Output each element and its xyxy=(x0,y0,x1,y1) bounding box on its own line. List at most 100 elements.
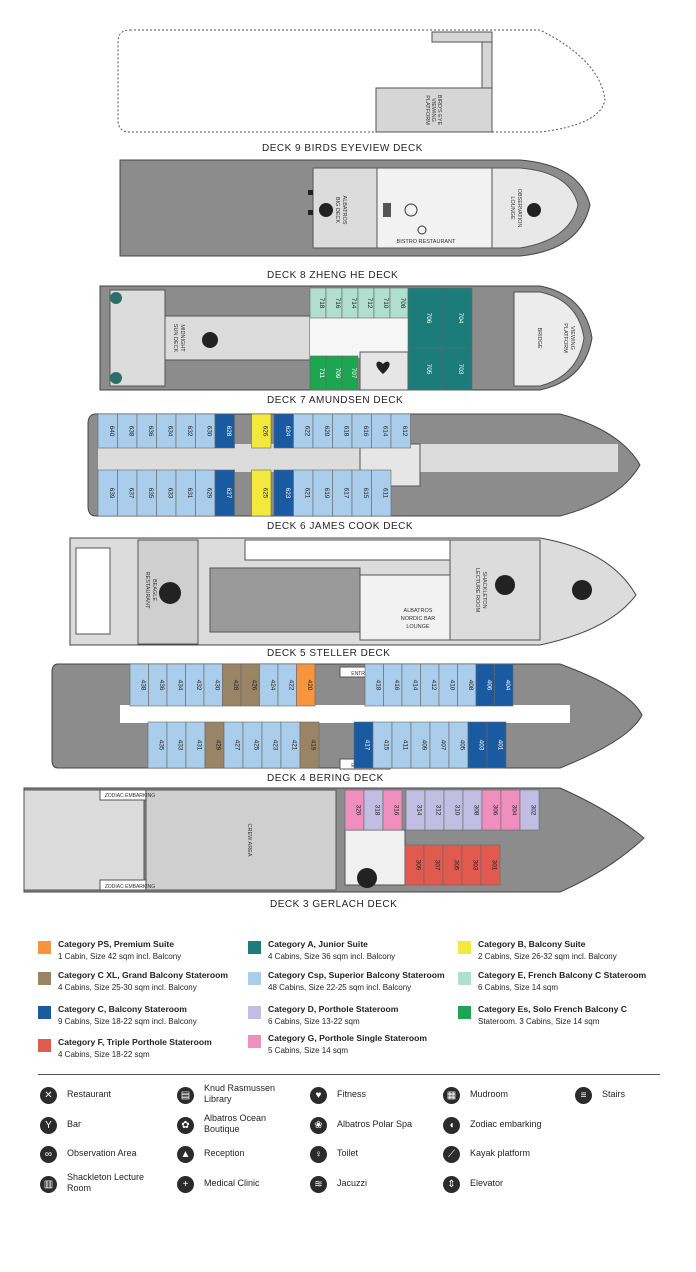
cabin-number: 312 xyxy=(435,805,442,816)
svg-text:RESTAURANT: RESTAURANT xyxy=(144,572,150,610)
cabin-number: 707 xyxy=(350,368,357,379)
legend-divider xyxy=(38,1074,660,1075)
cabin-number: 316 xyxy=(393,805,400,816)
cabin-number: 410 xyxy=(448,680,455,691)
boutique-icon: ✿ xyxy=(177,1117,194,1134)
cabin-number: 309 xyxy=(415,860,422,871)
cabin-number: 411 xyxy=(402,740,409,751)
deck-4-label: DECK 4 BERING DECK xyxy=(267,773,384,784)
fitness-icon: ♥ xyxy=(310,1087,327,1104)
cabin-419 xyxy=(299,721,320,769)
cabin-number: 407 xyxy=(440,740,447,751)
cabin-611 xyxy=(371,469,392,517)
cabin-number: 308 xyxy=(473,805,480,816)
cabin-number: 438 xyxy=(139,680,146,691)
observation-icon: ∞ xyxy=(40,1146,57,1163)
svg-text:SHACKLETON: SHACKLETON xyxy=(481,571,487,608)
cabin-number: 431 xyxy=(196,740,203,751)
deck-7: MIDNIGHT SUN DECK BRIDGE VIEWING PLATFOR… xyxy=(99,285,593,391)
cabin-number: 703 xyxy=(457,364,464,375)
cabin-number: 628 xyxy=(225,426,232,437)
cabin-number: 301 xyxy=(491,860,498,871)
svg-text:BISTRO RESTAURANT: BISTRO RESTAURANT xyxy=(397,239,457,245)
cabin-404 xyxy=(494,663,514,707)
cabin-number: 638 xyxy=(127,426,134,437)
cabin-number: 426 xyxy=(250,680,257,691)
deck-3-label: DECK 3 GERLACH DECK xyxy=(270,899,398,910)
cabin-number: 705 xyxy=(425,364,432,375)
svg-text:ZODIAC EMBARKING: ZODIAC EMBARKING xyxy=(105,884,155,890)
cabin-number: 718 xyxy=(318,298,325,309)
elevator-icon: ⇕ xyxy=(443,1176,460,1193)
svg-text:LOUNGE: LOUNGE xyxy=(509,196,515,220)
icon-legend: ✕Restaurant ▤Knud Rasmussen Library ♥Fit… xyxy=(0,1080,696,1270)
bar-icon: Y xyxy=(40,1117,57,1134)
cabin-number: 302 xyxy=(530,805,537,816)
cabin-number: 310 xyxy=(454,805,461,816)
cabin-625 xyxy=(251,469,272,517)
cabin-number: 716 xyxy=(334,298,341,309)
svg-text:MIDNIGHT: MIDNIGHT xyxy=(179,324,185,352)
cabin-number: 708 xyxy=(399,298,406,309)
deck-9: BIRD'S EYE VIEWING PLATFORM xyxy=(117,29,606,133)
cabin-number: 306 xyxy=(492,805,499,816)
svg-text:LOUNGE: LOUNGE xyxy=(406,624,430,630)
svg-text:BRIDGE: BRIDGE xyxy=(536,327,542,348)
cabin-number: 403 xyxy=(478,740,485,751)
svg-text:SUN DECK: SUN DECK xyxy=(172,324,178,353)
cabin-number: 611 xyxy=(381,488,388,499)
cabin-number: 626 xyxy=(261,426,268,437)
svg-text:NORDIC BAR: NORDIC BAR xyxy=(401,616,436,622)
cabin-number: 632 xyxy=(186,426,193,437)
cabin-number: 621 xyxy=(303,488,310,499)
toilet-icon: ♀ xyxy=(310,1146,327,1163)
cabin-number: 416 xyxy=(393,680,400,691)
cabin-number: 704 xyxy=(457,313,464,324)
cabin-number: 433 xyxy=(177,740,184,751)
cabin-704 xyxy=(441,287,473,349)
cabin-612 xyxy=(390,413,411,449)
cabin-316 xyxy=(382,789,403,831)
jacuzzi-icon: ≋ xyxy=(310,1176,327,1193)
svg-text:OBSERVATION: OBSERVATION xyxy=(516,189,522,228)
cabin-number: 624 xyxy=(284,426,291,437)
clinic-icon: + xyxy=(177,1176,194,1193)
cabin-number: 314 xyxy=(416,805,423,816)
cabin-number: 631 xyxy=(186,488,193,499)
svg-text:BEAGLE: BEAGLE xyxy=(151,579,157,601)
lecture-icon: ▥ xyxy=(40,1176,57,1193)
deck-7-label: DECK 7 AMUNDSEN DECK xyxy=(267,395,404,406)
cabin-number: 430 xyxy=(213,680,220,691)
cabin-number: 710 xyxy=(382,298,389,309)
cabin-number: 711 xyxy=(318,368,325,379)
deck-4: ENTRANCE ENTRANCE 4384364344324304284264… xyxy=(51,663,643,770)
cabin-626 xyxy=(251,413,272,449)
reception-icon: ▲ xyxy=(177,1146,194,1163)
cabin-706 xyxy=(407,287,443,349)
cabin-number: 405 xyxy=(459,740,466,751)
deck-6-label: DECK 6 JAMES COOK DECK xyxy=(267,521,414,532)
cabin-number: 419 xyxy=(310,740,317,751)
cabin-number: 640 xyxy=(108,426,115,437)
svg-text:ALBATROS: ALBATROS xyxy=(404,608,433,614)
cabin-number: 305 xyxy=(453,860,460,871)
cabin-301 xyxy=(480,844,501,886)
cabin-number: 625 xyxy=(261,488,268,499)
cabin-703 xyxy=(441,347,473,391)
cabin-number: 425 xyxy=(253,740,260,751)
cabin-number: 428 xyxy=(232,680,239,691)
deck-8: ALBATROS BIG DECK BISTRO RESTAURANT OBSE… xyxy=(119,159,591,257)
cabin-number: 303 xyxy=(472,860,479,871)
cabin-number: 619 xyxy=(323,488,330,499)
svg-text:LECTURE ROOM: LECTURE ROOM xyxy=(474,568,480,613)
cabin-number: 639 xyxy=(108,488,115,499)
cabin-number: 435 xyxy=(158,740,165,751)
stairs-icon: ≡ xyxy=(575,1087,592,1104)
cabin-628 xyxy=(214,413,235,449)
cabin-number: 630 xyxy=(205,426,212,437)
mudroom-icon: ▦ xyxy=(443,1087,460,1104)
cabin-707 xyxy=(341,355,359,391)
cabin-number: 427 xyxy=(234,740,241,751)
cabin-number: 620 xyxy=(323,426,330,437)
